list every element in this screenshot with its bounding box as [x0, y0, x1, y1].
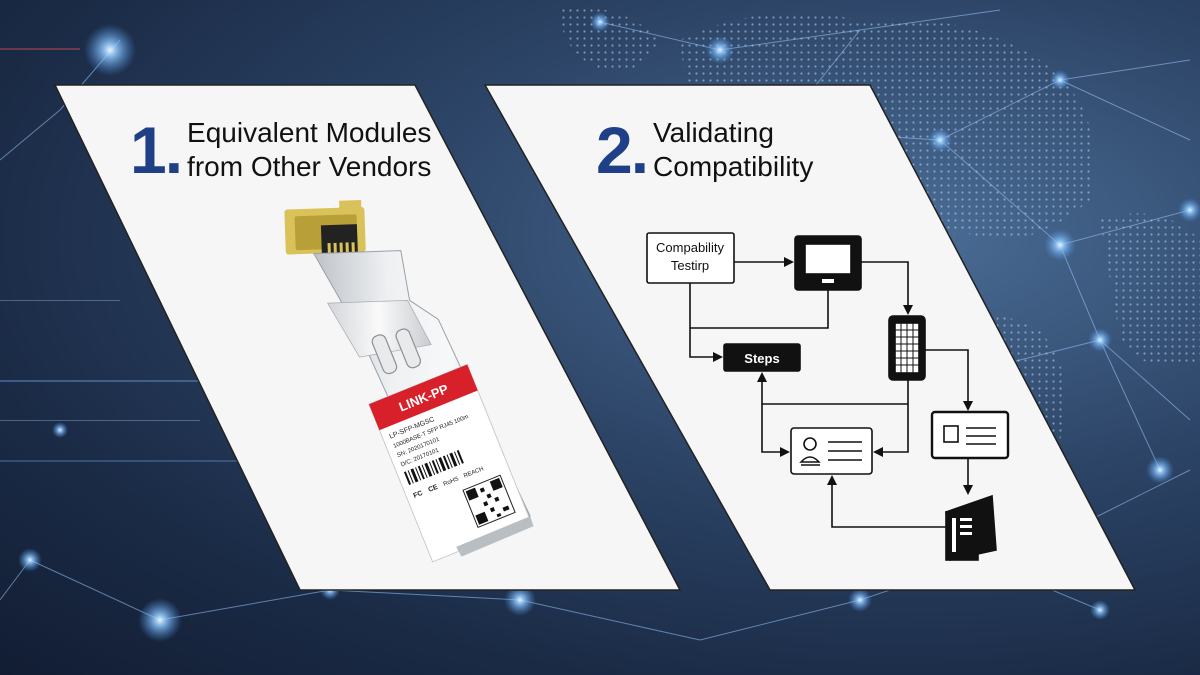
panel-1-heading: 1. Equivalent Modules from Other Vendors [130, 116, 431, 184]
steps-label: Steps [744, 351, 779, 366]
monitor-icon [794, 235, 862, 291]
mark-rohs: RoHS [443, 476, 460, 488]
panel-1-title-line-2: from Other Vendors [187, 151, 432, 182]
id-card-icon [790, 427, 873, 475]
panel-1-title: Equivalent Modules from Other Vendors [187, 116, 431, 184]
panel-1-number: 1. [130, 113, 183, 187]
panel-2-number: 2. [596, 113, 649, 187]
mark-fc: FC [413, 490, 424, 500]
panel-2-title: Validating Compatibility [653, 116, 813, 184]
sfp-module-image: LINK-PP LP-SFP-MGSC 1000BASE-T SFP RJ45 … [284, 199, 534, 563]
panel-1-title-line-1: Equivalent Modules [187, 117, 432, 148]
panel-2-title-line-1: Validating [653, 117, 774, 148]
compatibility-testing-label-1: Compability [656, 240, 724, 255]
panel-2-heading: 2. Validating Compatibility [596, 116, 813, 184]
qr-code [462, 474, 516, 528]
panel-2-title-line-2: Compatibility [653, 151, 814, 182]
panel-2 [483, 84, 1137, 591]
mark-ce: CE [427, 484, 439, 494]
barcode [403, 449, 464, 486]
server-icon [945, 494, 997, 561]
tablet-icon [888, 315, 926, 381]
compatibility-testing-label-2: Testirp [671, 258, 709, 273]
compatibility-flow-diagram [646, 232, 1010, 561]
steps-box [723, 343, 801, 372]
document-card-icon [930, 410, 1010, 460]
